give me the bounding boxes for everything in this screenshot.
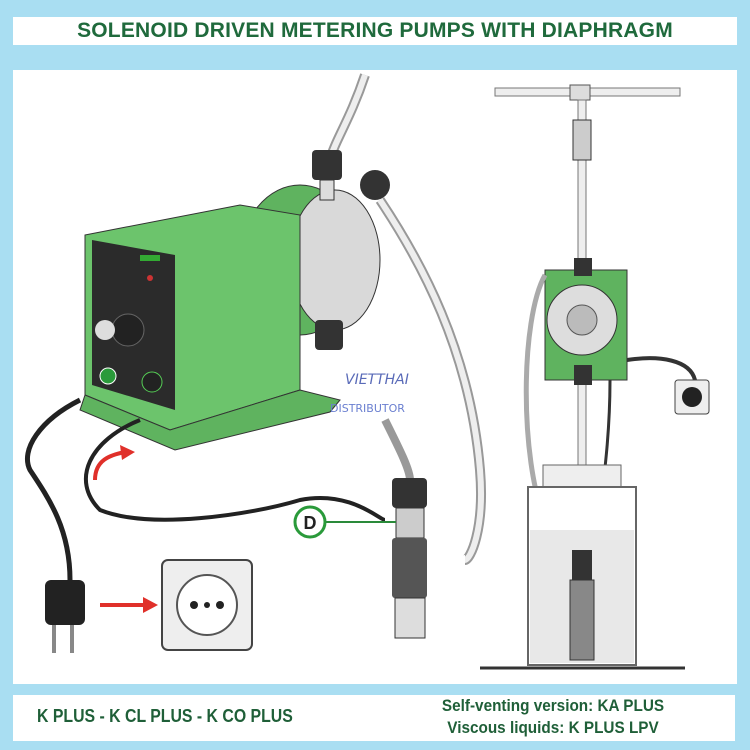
foot-valve: D: [293, 418, 427, 639]
self-venting-note: Self-venting version: KA PLUS: [441, 696, 665, 715]
watermark-logo: VIETTHAI: [345, 372, 409, 388]
red-arrow-head-icon: [120, 445, 135, 460]
red-arrow-head-icon: [143, 597, 158, 613]
installation-diagram: [480, 84, 710, 670]
wall-socket-icon: [161, 559, 253, 651]
pump-body: [79, 204, 341, 451]
title-bar: SOLENOID DRIVEN METERING PUMPS WITH DIAP…: [13, 17, 737, 45]
variant-notes: Self-venting version: KA PLUS Viscous li…: [418, 695, 688, 739]
footer: K PLUS - K CL PLUS - K CO PLUS Self-vent…: [13, 695, 735, 741]
illustration-panel: D VIETTHAI DISTRIBUTOR: [13, 70, 737, 684]
red-arrow-connector-icon: [93, 450, 126, 481]
callout-d-label: D: [304, 513, 317, 533]
viscous-note: Viscous liquids: K PLUS LPV: [447, 718, 659, 737]
page-title: SOLENOID DRIVEN METERING PUMPS WITH DIAP…: [77, 19, 673, 42]
callout-d: [293, 505, 327, 539]
power-cable: [24, 397, 386, 653]
watermark-sub: DISTRIBUTOR: [330, 402, 405, 415]
model-list: K PLUS - K CL PLUS - K CO PLUS: [37, 706, 293, 726]
